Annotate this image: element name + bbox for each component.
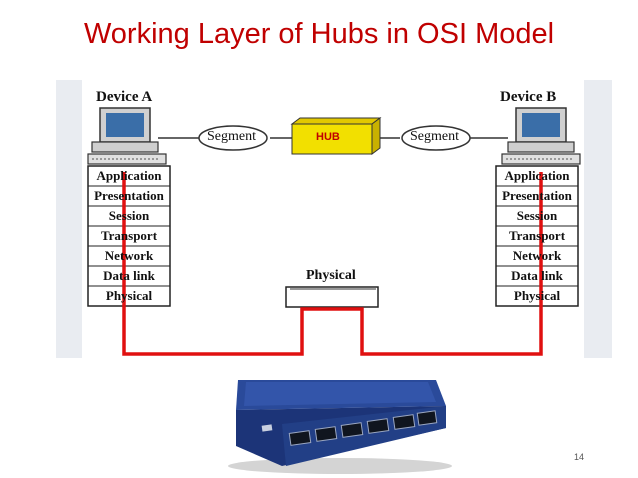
segment-left-label: Segment — [207, 129, 256, 144]
stack-a-layer-application: Application — [96, 168, 162, 183]
segment-left-shape — [198, 125, 268, 151]
hub-label: HUB — [316, 131, 340, 143]
computer-a-icon — [87, 107, 167, 165]
stack-b-layer-network: Network — [512, 248, 562, 263]
stack-b-layer-transport: Transport — [508, 228, 566, 243]
stack-b-layer-application: Application — [504, 168, 570, 183]
segment-right-label: Segment — [410, 129, 459, 144]
hub-physical-box — [285, 286, 379, 308]
stack-a-layer-transport: Transport — [100, 228, 158, 243]
computer-b-icon — [501, 107, 581, 165]
device-b-label: Device B — [500, 89, 557, 105]
stack-a-layer-network: Network — [104, 248, 154, 263]
stack-b-layer-presentation: Presentation — [502, 188, 572, 203]
osi-stack-a — [87, 165, 171, 307]
physical-label: Physical — [306, 268, 356, 283]
osi-stack-b — [495, 165, 579, 307]
segment-right-shape — [401, 125, 471, 151]
page-number: 14 — [573, 452, 584, 462]
slide-title: Working Layer of Hubs in OSI Model — [83, 18, 555, 50]
stack-a-layer-presentation: Presentation — [94, 188, 164, 203]
stack-b-layer-physical: Physical — [513, 288, 561, 303]
device-a-label: Device A — [96, 89, 153, 105]
stack-b-layer-data-link: Data link — [511, 268, 563, 283]
stack-a-layer-physical: Physical — [105, 288, 153, 303]
stack-a-layer-data-link: Data link — [103, 268, 155, 283]
stack-b-layer-session: Session — [516, 208, 558, 223]
signal-path — [122, 172, 543, 356]
network-hub-device — [228, 380, 452, 474]
stack-a-layer-session: Session — [108, 208, 150, 223]
hub-box — [290, 117, 382, 155]
